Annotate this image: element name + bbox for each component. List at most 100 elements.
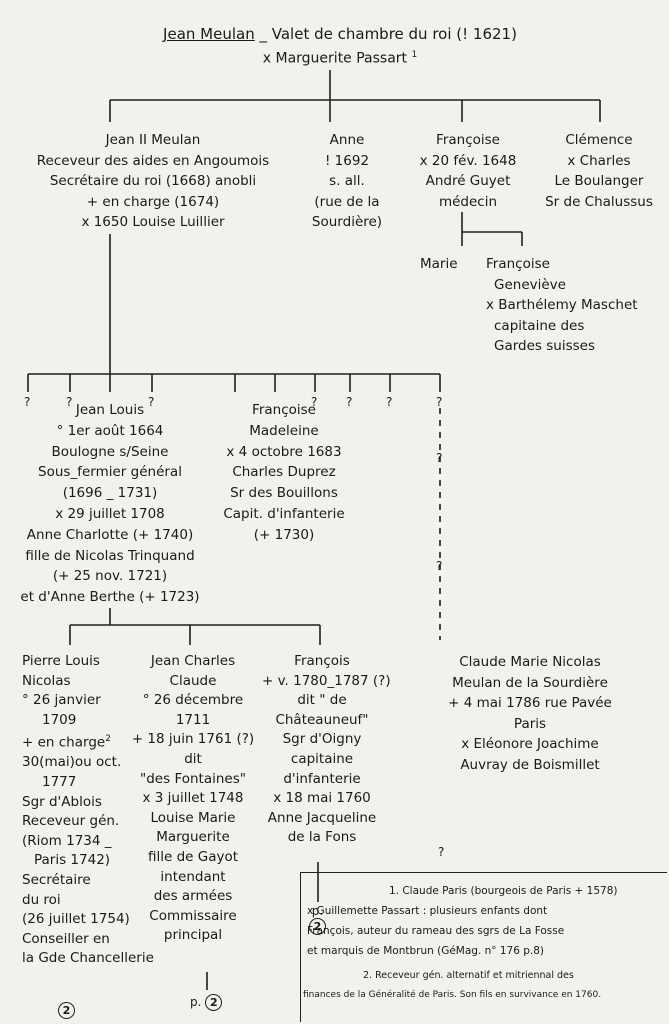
person-francoise-genevieve: Françoise Geneviève x Barthélemy Maschet… <box>486 254 638 357</box>
fm-line-3: Charles Duprez <box>232 464 336 481</box>
anne-line-4: Sourdière) <box>311 214 383 230</box>
jl-line-2: Boulogne s/Seine <box>51 443 169 460</box>
pl-line-10: Paris 1742) <box>34 852 111 869</box>
fr-line-1: + v. 1780_1787 (?) <box>262 672 391 689</box>
note-1-line-2: François, auteur du rameau des sgrs de L… <box>307 925 565 937</box>
fg-line-1: Geneviève <box>494 276 566 293</box>
root-spouse: x Marguerite Passart <box>262 50 408 67</box>
jc-line-11: intendant <box>160 868 226 885</box>
continuation-circle: 2 <box>205 994 223 1011</box>
jc-line-13: Commissaire <box>149 907 237 924</box>
person-marie-guyet: Marie <box>420 254 458 275</box>
jl-line-7: fille de Nicolas Trinquand <box>25 547 195 564</box>
jc-line-3: 1711 <box>175 711 211 728</box>
pl-line-2: ° 26 janvier <box>22 692 101 709</box>
fm-line-2: x 4 octobre 1683 <box>226 443 342 460</box>
fr-line-5: capitaine <box>290 750 354 767</box>
unknown-child-mark: ? <box>346 395 353 409</box>
unknown-child-mark: ? <box>311 395 318 409</box>
unknown-child-mark: ? <box>148 395 155 409</box>
jc-line-6: "des Fontaines" <box>140 770 246 787</box>
jc-line-8: Louise Marie <box>150 809 236 826</box>
page-prefix: p. <box>190 995 202 1009</box>
jean2-line-2: Secrétaire du roi (1668) anobli <box>49 173 257 189</box>
pl-line-0: Pierre Louis <box>22 653 100 669</box>
jl-line-0: Jean Louis <box>75 402 145 418</box>
jl-line-4: (1696 _ 1731) <box>62 485 158 502</box>
fr-line-0: François <box>294 653 350 669</box>
fr-line-8: Anne Jacqueline <box>267 809 377 826</box>
pl-line-5: 30(mai)ou oct. <box>22 754 122 771</box>
jean2-line-4: x 1650 Louise Luillier <box>81 214 225 230</box>
root-title: _ Valet de chambre du roi (! 1621) <box>259 25 517 43</box>
jean2-line-0: Jean II Meulan <box>105 132 201 148</box>
francoise-line-0: Françoise <box>436 132 500 148</box>
unknown-child-mark: ? <box>438 845 445 859</box>
cmn-line-3: Paris <box>513 715 547 732</box>
jc-line-12: des armées <box>153 888 233 905</box>
pl-line-3: 1709 <box>42 711 77 728</box>
jl-line-1: ° 1er août 1664 <box>56 422 164 439</box>
pl-line-8: Receveur gén. <box>22 813 120 830</box>
fg-line-2: x Barthélemy Maschet <box>486 297 638 313</box>
unknown-child-mark: ? <box>436 395 443 409</box>
anne-line-1: ! 1692 <box>324 152 370 169</box>
marie-guyet-name: Marie <box>420 256 458 272</box>
unknown-child-mark: ? <box>66 395 73 409</box>
jc-line-7: x 3 juillet 1748 <box>142 790 244 807</box>
fr-line-2: dit " de <box>297 692 347 709</box>
pl-line-15: la Gde Chancellerie <box>22 950 154 967</box>
cmn-line-4: x Eléonore Joachime <box>461 736 599 752</box>
jc-line-14: principal <box>163 927 223 944</box>
francoise-line-3: médecin <box>438 193 498 210</box>
fr-line-9: de la Fons <box>287 829 357 846</box>
fm-line-1: Madeleine <box>249 422 319 439</box>
fg-line-0: Françoise <box>486 256 550 272</box>
fr-line-7: x 18 mai 1760 <box>273 790 371 807</box>
fr-line-4: Sgr d'Oigny <box>282 731 362 748</box>
pl-line-12: du roi <box>22 891 61 908</box>
pl-line-1: Nicolas <box>22 672 71 689</box>
person-francois: François + v. 1780_1787 (?) dit " de Châ… <box>262 652 391 848</box>
clemence-line-2: Le Boulanger <box>554 173 644 189</box>
unknown-child-mark: ? <box>24 395 31 409</box>
ref-continuation-francois: p. 2 <box>309 904 326 935</box>
person-francoise-madeleine: Françoise Madeleine x 4 octobre 1683 Cha… <box>214 400 354 546</box>
clemence-line-3: Sr de Chalussus <box>545 193 653 210</box>
note-1-line-0: 1. Claude Paris (bourgeois de Paris + 15… <box>389 885 618 897</box>
person-jean-charles: Jean Charles Claude ° 26 décembre 1711 +… <box>128 652 258 946</box>
fm-line-0: Françoise <box>252 402 316 418</box>
jl-line-8: (+ 25 nov. 1721) <box>52 568 168 585</box>
jc-line-9: Marguerite <box>156 829 230 846</box>
jc-line-1: Claude <box>169 672 217 689</box>
note-1-line-1: x Guillemette Passart : plusieurs enfant… <box>307 905 548 917</box>
root-name: Jean Meulan <box>163 25 255 43</box>
jean2-line-1: Receveur des aides en Angoumois <box>36 152 270 169</box>
fg-line-3: capitaine des <box>494 317 585 334</box>
fg-line-4: Gardes suisses <box>494 338 595 354</box>
cmn-line-1: Meulan de la Sourdière <box>452 674 608 691</box>
jc-line-0: Jean Charles <box>150 653 236 669</box>
cmn-line-0: Claude Marie Nicolas <box>459 654 601 670</box>
clemence-line-1: x Charles <box>567 152 631 169</box>
anne-line-0: Anne <box>329 132 365 148</box>
pl-line-11: Secrétaire <box>22 872 91 889</box>
page-prefix: p. <box>311 904 324 918</box>
note-2-line-1: finances de la Généralité de Paris. Son … <box>303 990 602 1000</box>
francoise-line-1: x 20 fév. 1648 <box>419 152 517 169</box>
jl-line-3: Sous_fermier général <box>38 464 182 481</box>
continuation-circle: 2 <box>58 1002 75 1019</box>
note-2-line-0: 2. Receveur gén. alternatif et mitrienna… <box>363 970 574 981</box>
ref-continuation-jean-charles: p. 2 <box>190 994 223 1011</box>
pl-line-14: Conseiller en <box>22 930 110 947</box>
person-jean-louis: Jean Louis ° 1er août 1664 Boulogne s/Se… <box>10 400 210 608</box>
cmn-line-2: + 4 mai 1786 rue Pavée <box>448 695 612 711</box>
person-francoise: Françoise x 20 fév. 1648 André Guyet méd… <box>408 130 528 212</box>
fm-line-4: Sr des Bouillons <box>230 485 338 502</box>
person-clemence: Clémence x Charles Le Boulanger Sr de Ch… <box>534 130 664 212</box>
continuation-circle: 2 <box>309 918 326 935</box>
person-jean-ii: Jean II Meulan Receveur des aides en Ang… <box>14 130 292 233</box>
pl-line-9: (Riom 1734 _ <box>22 832 112 849</box>
